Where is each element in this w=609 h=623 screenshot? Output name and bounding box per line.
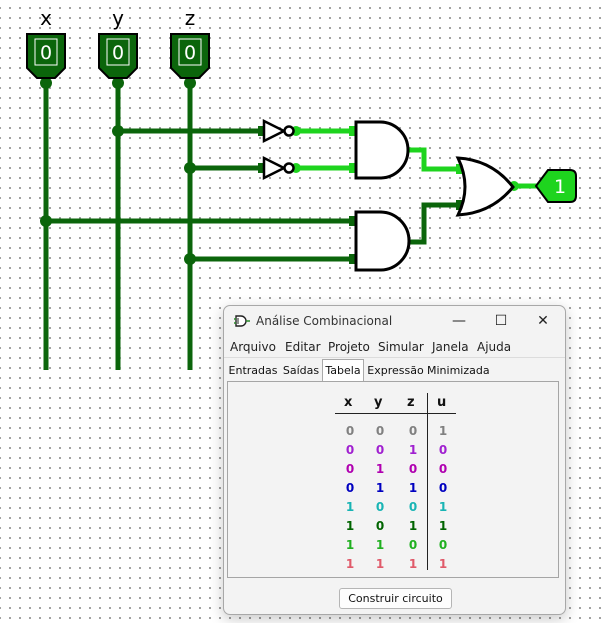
tab-tabela[interactable]: Tabela (322, 359, 364, 381)
menu-divider (224, 357, 565, 358)
menu-arquivo[interactable]: Arquivo (230, 340, 276, 354)
pin-stub (258, 163, 265, 173)
table-header-u: u (437, 395, 447, 410)
output-value: 1 (554, 176, 566, 198)
input-pin-x[interactable]: 0 x (26, 6, 66, 79)
pin-stub (349, 254, 357, 264)
table-cell: 1 (375, 462, 385, 476)
junction-dot (40, 215, 52, 227)
truth-table-panel[interactable]: x y z u 0 0 0 1 0 0 1 0 0 1 0 0 0 1 1 0 1 0 0 1 1 0 1 1 1 1 0 0 1 1 1 1 (227, 381, 559, 578)
table-cell: 0 (408, 538, 418, 552)
table-cell: 1 (408, 519, 418, 533)
table-header-z: z (407, 395, 415, 410)
pin-stub (349, 216, 357, 226)
junctions (40, 77, 196, 265)
table-cell: 1 (375, 538, 385, 552)
table-cell: 0 (375, 424, 385, 438)
table-cell[interactable]: 0 (438, 538, 448, 552)
table-cell: 0 (408, 424, 418, 438)
menu-bar: Arquivo Editar Projeto Simular Janela Aj… (224, 336, 565, 358)
table-cell: 1 (408, 443, 418, 457)
pin-stub (258, 126, 265, 136)
pin-value-z: 0 (184, 42, 196, 64)
or-gate[interactable] (455, 156, 515, 217)
pin-label-x: x (40, 6, 52, 30)
table-cell: 1 (408, 557, 418, 571)
input-pin-z[interactable]: 0 z (170, 6, 210, 79)
title-bar[interactable]: Análise Combinacional — ☐ ✕ (224, 306, 565, 336)
table-cell: 0 (345, 443, 355, 457)
junction-dot (40, 77, 52, 89)
wire-and1-to-or (404, 147, 460, 172)
table-output-divider (427, 393, 428, 570)
pin-stub (456, 164, 464, 174)
tab-entradas[interactable]: Entradas (228, 364, 278, 377)
junction-dot (184, 162, 196, 174)
table-header-divider (335, 413, 456, 414)
table-cell: 1 (345, 538, 355, 552)
wire-and2-to-or (408, 202, 460, 245)
table-cell: 1 (345, 500, 355, 514)
gate-input-stubs (258, 126, 464, 264)
table-cell: 0 (408, 462, 418, 476)
and-gate-1[interactable] (354, 120, 410, 180)
pin-stub (349, 126, 357, 136)
and-gate-2[interactable] (354, 210, 411, 272)
build-circuit-button[interactable]: Construir circuito (339, 588, 452, 609)
pin-stub (349, 163, 357, 173)
menu-janela[interactable]: Janela (432, 340, 469, 354)
table-cell: 0 (408, 500, 418, 514)
junction-dot (184, 253, 196, 265)
table-cell: 1 (375, 557, 385, 571)
menu-simular[interactable]: Simular (378, 340, 424, 354)
pin-stub (456, 200, 464, 210)
table-cell: 0 (375, 519, 385, 533)
pin-label-z: z (185, 6, 196, 30)
junction-dot (184, 77, 196, 89)
pin-label-y: y (112, 6, 124, 30)
table-cell: 0 (345, 481, 355, 495)
input-pin-y[interactable]: 0 y (98, 6, 138, 79)
pin-value-x: 0 (40, 42, 52, 64)
table-cell[interactable]: 1 (438, 424, 448, 438)
output-pin[interactable]: 1 (534, 169, 577, 203)
logisim-app-icon (234, 315, 250, 327)
maximize-button[interactable]: ☐ (494, 313, 508, 329)
menu-ajuda[interactable]: Ajuda (477, 340, 512, 354)
pin-value-y: 0 (112, 42, 124, 64)
not-gate-1[interactable] (262, 118, 295, 144)
table-cell: 0 (345, 462, 355, 476)
tab-minimizada[interactable]: Minimizada (427, 364, 490, 377)
tab-expressao[interactable]: Expressão (367, 364, 424, 377)
window-title: Análise Combinacional (256, 314, 393, 328)
table-cell[interactable]: 1 (438, 557, 448, 571)
table-header-y: y (374, 395, 383, 410)
menu-editar[interactable]: Editar (285, 340, 321, 354)
combinational-analysis-window[interactable]: Análise Combinacional — ☐ ✕ Arquivo Edit… (223, 305, 566, 615)
table-cell: 0 (345, 424, 355, 438)
not-gate-2[interactable] (262, 155, 295, 181)
tab-saidas[interactable]: Saídas (282, 364, 320, 377)
junction-dot (112, 77, 124, 89)
junction-dot (112, 125, 124, 137)
minimize-button[interactable]: — (452, 313, 466, 329)
table-cell: 1 (345, 519, 355, 533)
table-cell[interactable]: 1 (438, 500, 448, 514)
table-cell[interactable]: 0 (438, 481, 448, 495)
table-cell: 0 (375, 500, 385, 514)
menu-projeto[interactable]: Projeto (328, 340, 370, 354)
table-cell[interactable]: 0 (438, 443, 448, 457)
table-cell[interactable]: 1 (438, 519, 448, 533)
table-cell: 1 (345, 557, 355, 571)
close-button[interactable]: ✕ (537, 313, 549, 329)
table-header-x: x (344, 395, 353, 410)
table-cell: 0 (375, 443, 385, 457)
table-cell: 1 (375, 481, 385, 495)
table-cell[interactable]: 0 (438, 462, 448, 476)
tab-bar: Entradas Saídas Tabela Expressão Minimiz… (224, 359, 565, 381)
table-cell: 1 (408, 481, 418, 495)
wires-low (43, 70, 460, 370)
